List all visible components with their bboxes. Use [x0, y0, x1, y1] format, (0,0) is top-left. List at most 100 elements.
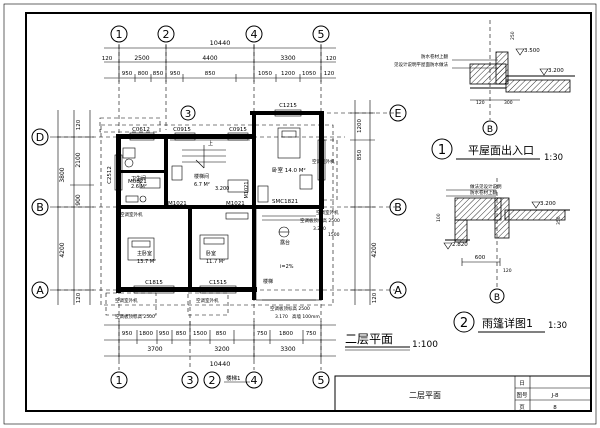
- dim-top-main-3: 3300: [280, 55, 295, 62]
- tb-field-b: 图号: [516, 391, 528, 399]
- axis-B-left: B: [36, 201, 44, 214]
- d1-note-mid: 见设计说明平屋面防水做法: [394, 61, 448, 68]
- axis-5-bottom: 5: [318, 374, 325, 387]
- dim-right-2: 850: [357, 149, 363, 160]
- room-up-arrow: 上: [208, 140, 213, 147]
- d2-dim-600: 600: [475, 255, 486, 261]
- dim-left-4: 4200: [59, 242, 66, 257]
- axis-B-right: B: [394, 201, 402, 214]
- axis-D-left: D: [36, 131, 44, 144]
- dim-top-sub-3: 850: [153, 71, 164, 77]
- dim-bot-sub-6: 850: [216, 331, 227, 337]
- axis-bubbles-right: E B A: [389, 104, 407, 299]
- d1-dim-c: 300: [504, 100, 513, 106]
- plan-title-block: 二层平面 1:100 楼梯1: [224, 332, 438, 383]
- axis-2-top: 2: [163, 28, 170, 41]
- dim-top-main-2: 4400: [202, 55, 217, 62]
- room-bedroom-s-area: 11.7 M²: [206, 259, 225, 265]
- plan-walls: [99, 109, 338, 316]
- label-c0915-a: C0915: [173, 127, 191, 133]
- d2-h-top: 3.200: [540, 201, 556, 207]
- dim-top-edge-r: 120: [326, 56, 337, 62]
- plan-scale: 1:100: [412, 340, 438, 350]
- dim-right-3: 4200: [371, 242, 378, 257]
- dim-top-sub-6: 1050: [258, 71, 272, 77]
- dim-bot-sub-7: 750: [257, 331, 268, 337]
- dim-left-3: 900: [75, 194, 82, 206]
- label-c1215: C1215: [279, 103, 297, 109]
- dim-bot-sub-1: 950: [122, 331, 133, 337]
- stair-treads: [170, 139, 250, 169]
- dimensions-left: 3800 2100 900 4200 120 120: [54, 110, 94, 305]
- dim-top-main-1: 2500: [134, 55, 149, 62]
- label-ac-e: 空调室外机: [120, 211, 143, 218]
- room-bath: 卫生间: [131, 175, 146, 182]
- label-c1815: C1815: [145, 280, 163, 286]
- tb-field-c: 页: [519, 404, 525, 411]
- d2-h-low: 2.820: [452, 242, 468, 248]
- axis-A-left: A: [36, 284, 44, 297]
- dim-top-sub-1: 950: [122, 71, 133, 77]
- tb-val-b: J-8: [551, 393, 559, 399]
- detail-1: 防水卷材上翻 见设计说明平屋面防水做法 3.500 3.200 250 120 …: [394, 20, 575, 163]
- label-c2512: C2512: [107, 166, 113, 184]
- label-ac-b: 空调室外机: [196, 297, 219, 304]
- axis-5-top: 5: [318, 28, 325, 41]
- dim-top-sub-8: 1050: [302, 71, 316, 77]
- d1-h-upper: 3.500: [524, 48, 540, 54]
- dim-bot-main-1: 3700: [147, 346, 162, 353]
- d1-axis: B: [487, 125, 493, 135]
- dim-left-6: 120: [76, 292, 82, 303]
- axis-3-bottom: 3: [187, 374, 194, 387]
- dim-top-sub-7: 1200: [281, 71, 295, 77]
- axis-4-top: 4: [251, 28, 258, 41]
- label-smc: SMC1821: [272, 199, 298, 205]
- label-slab-c: 空调板顶标高 2500: [300, 217, 340, 224]
- label-c0915-b: C0915: [229, 127, 247, 133]
- dim-bot-total: 10440: [210, 360, 231, 368]
- tb-val-c: 8: [553, 405, 557, 411]
- sheet-outer-border: [3, 3, 597, 425]
- d2-title-num: 2: [460, 316, 468, 331]
- dim-top-sub-4: 950: [170, 71, 181, 77]
- d2-axis: B: [494, 293, 500, 303]
- dim-bot-sub-5: 1500: [193, 331, 207, 337]
- axis-bubbles-top: 1 2 4 5: [110, 25, 330, 43]
- label-hyd: 1500: [328, 232, 340, 238]
- dim-bot-sub-8: 1800: [279, 331, 293, 337]
- axis-4-bottom: 4: [251, 374, 258, 387]
- dim-left-5: 120: [76, 119, 82, 130]
- room-bath-area: 2.6 M²: [131, 184, 147, 190]
- dimensions-top: 10440 120 2500 4400 3300 120 950 800 850…: [102, 39, 337, 82]
- axis-bubbles-left: D B A: [31, 128, 49, 299]
- label-slab-a: 空调板顶标高 2500: [115, 313, 155, 320]
- d1-scale: 1:30: [544, 153, 563, 163]
- dim-top-edge-l: 120: [102, 56, 113, 62]
- dim-bot-sub-9: 750: [306, 331, 317, 337]
- sheet-inner-border: [25, 12, 592, 412]
- dim-bot-sub-2: 1800: [139, 331, 153, 337]
- title-block: 二层平面 日 图号 页 J-8 8: [334, 375, 592, 412]
- room-stair: 楼梯: [263, 278, 273, 285]
- detail-2: 做法见设计说明 防水卷材上翻 3.200 2.820 600 350 120 1…: [436, 178, 570, 333]
- label-ac-c: 空调室外机: [312, 158, 335, 165]
- label-fz: 高墙 100mm: [292, 313, 320, 320]
- room-stair-hall: 楼梯间: [194, 173, 209, 180]
- dim-bot-sub-3: 950: [159, 331, 170, 337]
- label-m0821: M0821: [128, 179, 147, 185]
- dim-left-1: 3800: [59, 167, 66, 182]
- d1-dim-a: 250: [510, 31, 516, 40]
- dim-bot-main-2: 3200: [214, 346, 229, 353]
- axis-A-right: A: [394, 284, 402, 297]
- label-slab-b: 空调板顶标高 2500: [270, 305, 310, 312]
- room-slope: i=2%: [280, 264, 294, 270]
- d1-dim-b: 120: [476, 100, 485, 106]
- axis-1-bottom: 1: [116, 374, 123, 387]
- tb-drawing-name: 二层平面: [409, 391, 441, 400]
- room-terrace: 露台: [280, 239, 290, 246]
- label-m1021-v: M1021: [244, 181, 250, 198]
- d2-dim-350: 350: [556, 216, 562, 225]
- room-bedroom-ne: 卧室 14.0 M²: [272, 166, 306, 174]
- label-m1021-b: M1021: [226, 201, 245, 207]
- dim-left-2: 2100: [75, 152, 82, 167]
